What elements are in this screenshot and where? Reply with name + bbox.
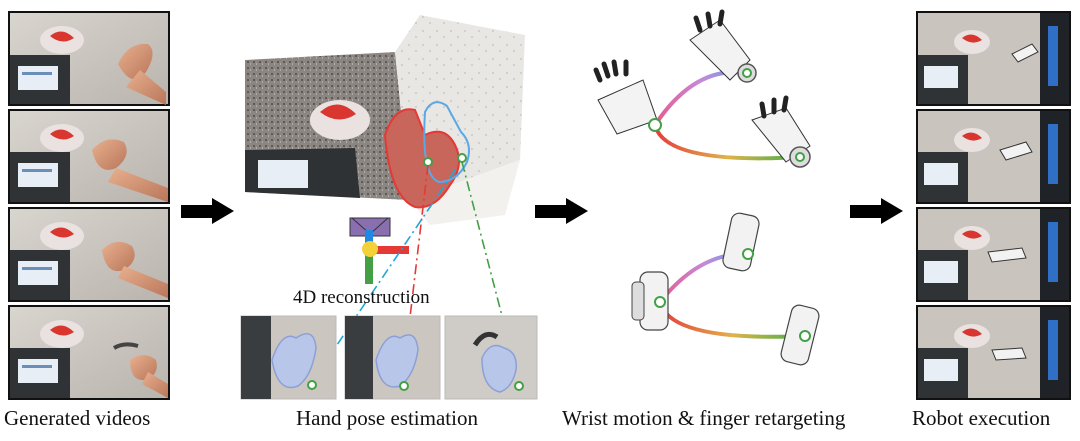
robot-frame-1	[916, 11, 1071, 106]
arrow-3	[850, 198, 903, 224]
reconstruction-scene	[245, 15, 525, 225]
generated-videos-caption: Generated videos	[4, 406, 151, 430]
pose-thumb-2	[344, 315, 441, 400]
robot-execution-caption: Robot execution	[912, 406, 1051, 430]
gripper-3	[780, 304, 820, 366]
video-frame-1	[8, 11, 170, 106]
arrow-2	[535, 198, 588, 224]
robot-hand-1	[593, 59, 662, 135]
gripper-2	[722, 212, 760, 272]
robot-hand-trajectory	[593, 9, 811, 168]
camera-axes-icon	[349, 217, 409, 284]
pose-thumb-1	[240, 315, 337, 400]
reconstruction-caption: 4D reconstruction	[293, 287, 430, 308]
gripper-trajectory	[631, 212, 820, 366]
video-frame-4	[8, 305, 170, 400]
hand-pose-caption: Hand pose estimation	[296, 406, 478, 430]
video-frame-2	[8, 109, 170, 204]
retargeting-caption: Wrist motion & finger retargeting	[562, 406, 846, 430]
arrow-1	[181, 198, 234, 224]
video-frame-3	[8, 207, 170, 302]
pose-thumb-3	[444, 315, 538, 400]
robot-frame-2	[916, 109, 1071, 204]
gripper-1	[631, 271, 669, 331]
robot-frame-3	[916, 207, 1071, 302]
robot-hand-2	[689, 9, 757, 83]
robot-hand-3	[751, 95, 811, 168]
robot-frame-4	[916, 305, 1071, 400]
